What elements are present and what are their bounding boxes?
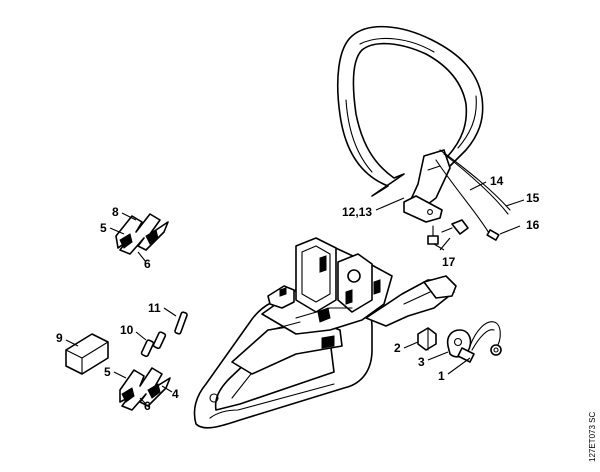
screw-part-2 <box>417 327 437 351</box>
damping-block-part-9 <box>65 333 109 375</box>
label-part-17: 17 <box>442 255 456 269</box>
label-part-1: 1 <box>438 369 445 383</box>
label-part-5-upper: 5 <box>100 221 107 235</box>
label-part-4: 4 <box>172 387 179 401</box>
callout-labels: 8 5 6 11 10 9 5 6 4 12,13 14 15 16 17 2 … <box>56 174 540 413</box>
label-part-15: 15 <box>526 191 540 205</box>
label-part-10: 10 <box>120 323 134 337</box>
screw-part-17 <box>427 219 469 245</box>
label-part-6-lower: 6 <box>144 399 151 413</box>
throttle-cable <box>435 149 511 241</box>
label-part-3: 3 <box>418 355 425 369</box>
label-part-11: 11 <box>148 301 161 315</box>
label-part-12-13: 12,13 <box>342 205 372 219</box>
tank-housing <box>193 237 457 429</box>
ground-wire-part-1 <box>446 321 502 363</box>
leader-lines <box>65 181 525 405</box>
label-part-5-lower: 5 <box>104 365 111 379</box>
label-part-16: 16 <box>526 218 540 232</box>
plugs-part-10 <box>140 331 167 358</box>
av-spring-upper <box>115 213 169 255</box>
label-part-8: 8 <box>112 205 119 219</box>
pin-part-11 <box>174 311 188 335</box>
label-part-6-upper: 6 <box>144 257 151 271</box>
drawing-reference: 127ET073 SC <box>588 412 597 462</box>
handlebar <box>336 25 484 223</box>
label-part-2: 2 <box>394 341 401 355</box>
label-part-14: 14 <box>490 174 504 188</box>
label-part-9: 9 <box>56 331 63 345</box>
